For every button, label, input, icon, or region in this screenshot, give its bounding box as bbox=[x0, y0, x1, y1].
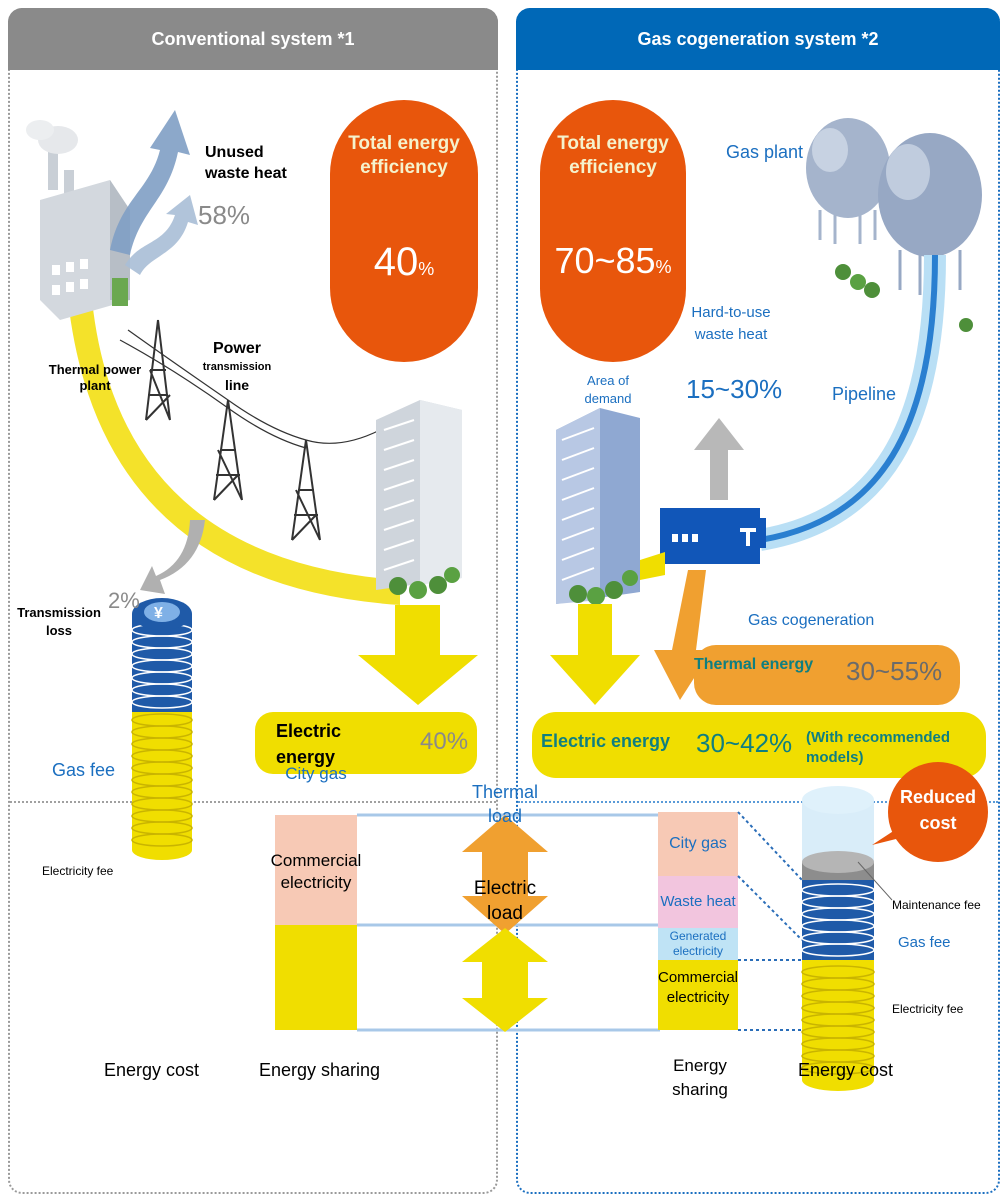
right-electric-energy-label: Electric energy bbox=[541, 731, 671, 751]
left-efficiency-value-wrap: 40% bbox=[330, 240, 478, 285]
waste-heat-up-arrow-icon bbox=[694, 418, 744, 500]
left-efficiency-unit: % bbox=[418, 259, 435, 279]
right-efficiency-title: Total energy efficiency bbox=[557, 133, 669, 178]
right-electricity-fee-label: Electricity fee bbox=[892, 1002, 964, 1016]
left-energy-sharing-label: Energy sharing bbox=[259, 1060, 381, 1080]
power-tower-icon bbox=[119, 319, 381, 541]
unused-waste-heat-label: Unused waste heat bbox=[205, 144, 287, 182]
power-transmission-line-label: Power transmission line bbox=[195, 340, 279, 394]
right-efficiency-circle bbox=[540, 100, 686, 362]
right-electric-energy-value: 30~42% bbox=[696, 728, 793, 758]
right-generated-bar bbox=[658, 928, 738, 960]
hard-to-use-value: 15~30% bbox=[686, 374, 783, 404]
right-gas-fee-label: Gas fee bbox=[898, 934, 951, 951]
thermal-energy-pill bbox=[694, 645, 960, 705]
right-energy-sharing-label: Energy sharing bbox=[672, 1056, 728, 1099]
recommended-models-note: (With recommended models) bbox=[806, 729, 951, 766]
left-city-gas-bar bbox=[275, 815, 357, 925]
power-line-word-2: transmission bbox=[202, 361, 272, 373]
right-generated-electricity-label: Generated electricity bbox=[669, 929, 727, 958]
office-building-icon bbox=[376, 400, 462, 599]
left-electric-energy-label: Electric energy bbox=[276, 721, 342, 767]
right-city-gas-label: City gas bbox=[669, 835, 727, 852]
conventional-header: Conventional system *1 bbox=[8, 8, 498, 70]
left-electricity-fee-label: Electricity fee bbox=[42, 864, 114, 878]
maintenance-fee-label: Maintenance fee bbox=[892, 898, 981, 912]
coin-edge bbox=[801, 1061, 875, 1075]
cogeneration-header: Gas cogeneration system *2 bbox=[516, 8, 1000, 70]
electric-load-arrow-icon bbox=[462, 928, 548, 1032]
left-energy-cost-label: Energy cost bbox=[104, 1060, 200, 1080]
left-electric-energy-value: 40% bbox=[420, 728, 469, 755]
thermal-power-plant-label: Thermal power plant bbox=[48, 362, 142, 393]
right-divider bbox=[518, 801, 998, 803]
power-line-word-3: line bbox=[224, 377, 250, 393]
right-waste-heat-label: Waste heat bbox=[660, 893, 736, 910]
waste-heat-arrow-icon bbox=[110, 110, 190, 255]
reduced-cost-bubble bbox=[888, 762, 988, 862]
left-divider bbox=[10, 801, 496, 803]
thermal-energy-label: Thermal energy bbox=[694, 656, 814, 673]
yen-icon: ¥ bbox=[154, 605, 163, 622]
pipeline-label: Pipeline bbox=[832, 384, 897, 404]
left-commercial-electricity-label: Commercial electricity bbox=[270, 851, 362, 892]
thermal-power-plant-icon bbox=[40, 150, 130, 320]
right-electric-energy-pill bbox=[532, 712, 986, 778]
right-coin-stack-icon bbox=[802, 786, 874, 1091]
coin-edge bbox=[131, 833, 193, 847]
cogeneration-unit-icon bbox=[660, 508, 766, 564]
transmission-loss-arrow-icon bbox=[140, 520, 205, 594]
right-electric-down-arrow-icon bbox=[550, 604, 640, 705]
electric-load-label: Electric load bbox=[473, 878, 537, 924]
electric-energy-pill bbox=[255, 712, 477, 774]
right-energy-cost-label: Energy cost bbox=[798, 1060, 894, 1080]
unused-waste-heat-value: 58% bbox=[198, 200, 251, 230]
transmission-loss-value: 2% bbox=[108, 588, 140, 613]
left-efficiency-title: Total energy efficiency bbox=[348, 133, 460, 178]
right-commercial-bar bbox=[658, 960, 738, 1030]
thermal-load-arrow-icon bbox=[462, 815, 548, 934]
left-commercial-bar bbox=[275, 925, 357, 1030]
gas-plant-label: Gas plant bbox=[726, 142, 804, 162]
demand-building-icon bbox=[556, 408, 640, 605]
right-city-gas-bar bbox=[658, 812, 738, 876]
power-line-word-1: Power bbox=[212, 340, 261, 357]
coin-edge bbox=[131, 695, 193, 709]
left-efficiency-value: 40 bbox=[373, 240, 419, 284]
right-waste-heat-bar bbox=[658, 876, 738, 928]
thermal-load-label: Thermal load bbox=[471, 782, 538, 826]
left-efficiency-circle bbox=[330, 100, 478, 362]
coin-edge bbox=[801, 943, 875, 957]
electric-down-arrow-icon bbox=[358, 605, 478, 705]
transmission-loss-label: Transmission loss bbox=[17, 605, 101, 638]
gas-tank-icon bbox=[806, 118, 982, 332]
area-of-demand-label: Area of demand bbox=[584, 373, 632, 406]
left-gas-fee-label: Gas fee bbox=[52, 760, 116, 780]
left-city-gas-label: City gas bbox=[285, 764, 347, 783]
right-efficiency-value-wrap: 70~85% bbox=[540, 240, 686, 282]
right-commercial-electricity-label: Commercial electricity bbox=[657, 969, 738, 1006]
right-efficiency-value: 70~85 bbox=[554, 240, 656, 281]
thermal-energy-value: 30~55% bbox=[846, 656, 943, 686]
gas-cogeneration-label: Gas cogeneration bbox=[748, 612, 875, 629]
hard-to-use-label: Hard-to-use waste heat bbox=[691, 304, 771, 343]
transmission-band bbox=[68, 300, 400, 605]
right-efficiency-unit: % bbox=[655, 257, 672, 277]
reduced-cost-label: Reduced cost bbox=[899, 787, 977, 833]
